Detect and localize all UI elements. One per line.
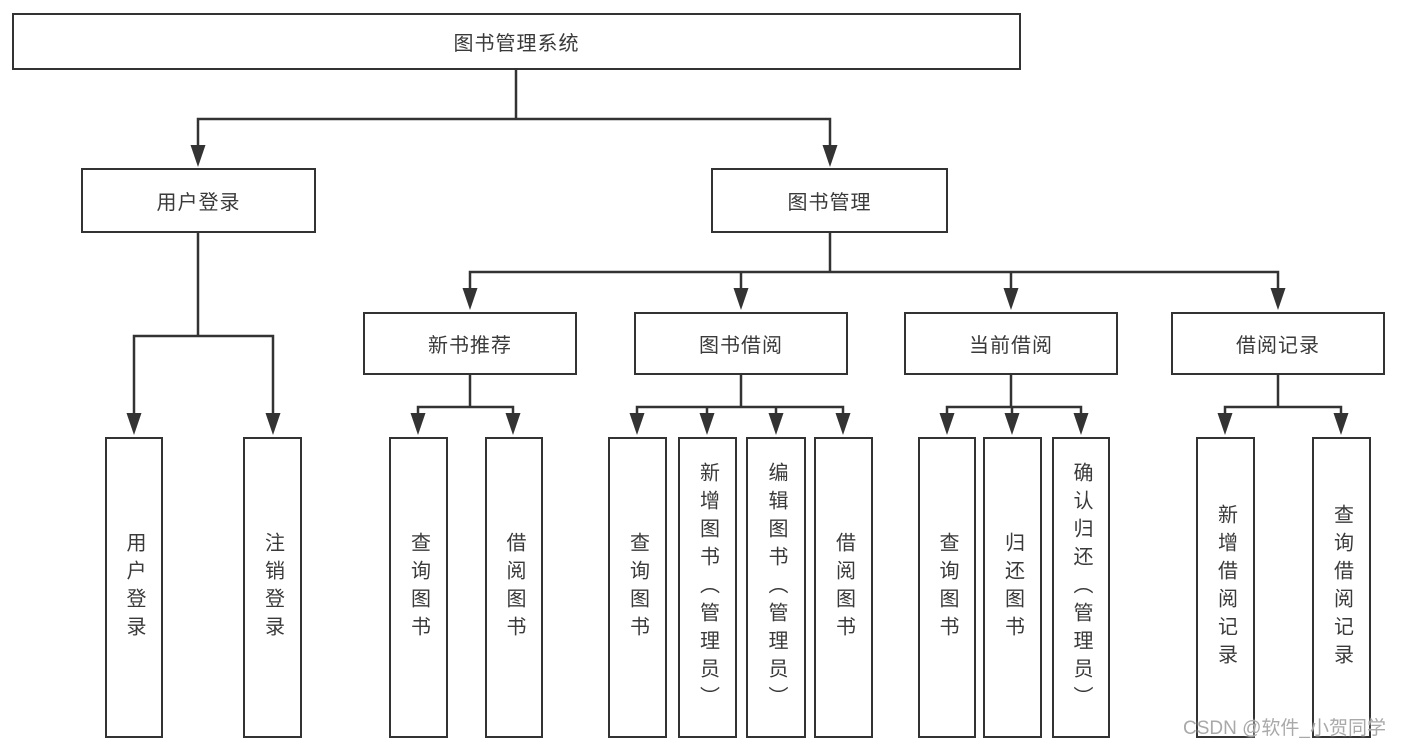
leaf-borrow-books: 借阅图书: [814, 437, 873, 738]
csdn-watermark: CSDN @软件_小贺同学: [1183, 718, 1386, 739]
leaf-edit-book-admin-label: 编辑图书（管理员）: [765, 461, 787, 714]
leaf-return-books-label: 归还图书: [1001, 531, 1024, 644]
leaf-add-borrow-record: 新增借阅记录: [1196, 437, 1255, 738]
leaf-query-books-recommend-label: 查询图书: [407, 531, 430, 644]
leaf-borrow-books-recommend-label: 借阅图书: [503, 531, 525, 644]
node-book-borrow: 图书借阅: [634, 312, 848, 375]
leaf-borrow-books-label: 借阅图书: [832, 531, 855, 644]
node-new-book-recommend: 新书推荐: [363, 312, 577, 375]
node-current-borrow: 当前借阅: [904, 312, 1118, 375]
node-user-login-label: 用户登录: [156, 192, 241, 214]
leaf-add-borrow-record-label: 新增借阅记录: [1214, 503, 1237, 672]
leaf-query-books-current-label: 查询图书: [936, 531, 958, 644]
leaf-logout: 注销登录: [243, 437, 302, 738]
node-library-system: 图书管理系统: [12, 13, 1021, 70]
leaf-add-book-admin-label: 新增图书（管理员）: [696, 461, 719, 714]
leaf-add-book-admin: 新增图书（管理员）: [678, 437, 737, 738]
leaf-query-books-borrow-label: 查询图书: [626, 531, 649, 644]
leaf-confirm-return-admin: 确认归还（管理员）: [1052, 437, 1110, 738]
leaf-user-login: 用户登录: [105, 437, 163, 738]
node-book-management-label: 图书管理: [787, 192, 872, 214]
leaf-edit-book-admin: 编辑图书（管理员）: [746, 437, 806, 738]
node-user-login: 用户登录: [81, 168, 316, 233]
node-library-system-label: 图书管理系统: [453, 33, 580, 55]
node-borrow-records-label: 借阅记录: [1236, 335, 1320, 357]
node-book-borrow-label: 图书借阅: [699, 335, 783, 357]
leaf-confirm-return-admin-label: 确认归还（管理员）: [1070, 461, 1092, 714]
node-current-borrow-label: 当前借阅: [969, 335, 1053, 357]
node-book-management: 图书管理: [711, 168, 948, 233]
leaf-return-books: 归还图书: [983, 437, 1042, 738]
leaf-user-login-label: 用户登录: [123, 531, 145, 644]
leaf-query-borrow-record: 查询借阅记录: [1312, 437, 1371, 738]
leaf-query-books-recommend: 查询图书: [389, 437, 448, 738]
node-borrow-records: 借阅记录: [1171, 312, 1385, 375]
node-new-book-recommend-label: 新书推荐: [428, 335, 512, 357]
leaf-borrow-books-recommend: 借阅图书: [485, 437, 543, 738]
leaf-query-books-current: 查询图书: [918, 437, 976, 738]
leaf-logout-label: 注销登录: [261, 531, 284, 644]
leaf-query-borrow-record-label: 查询借阅记录: [1330, 503, 1353, 672]
leaf-query-books-borrow: 查询图书: [608, 437, 667, 738]
